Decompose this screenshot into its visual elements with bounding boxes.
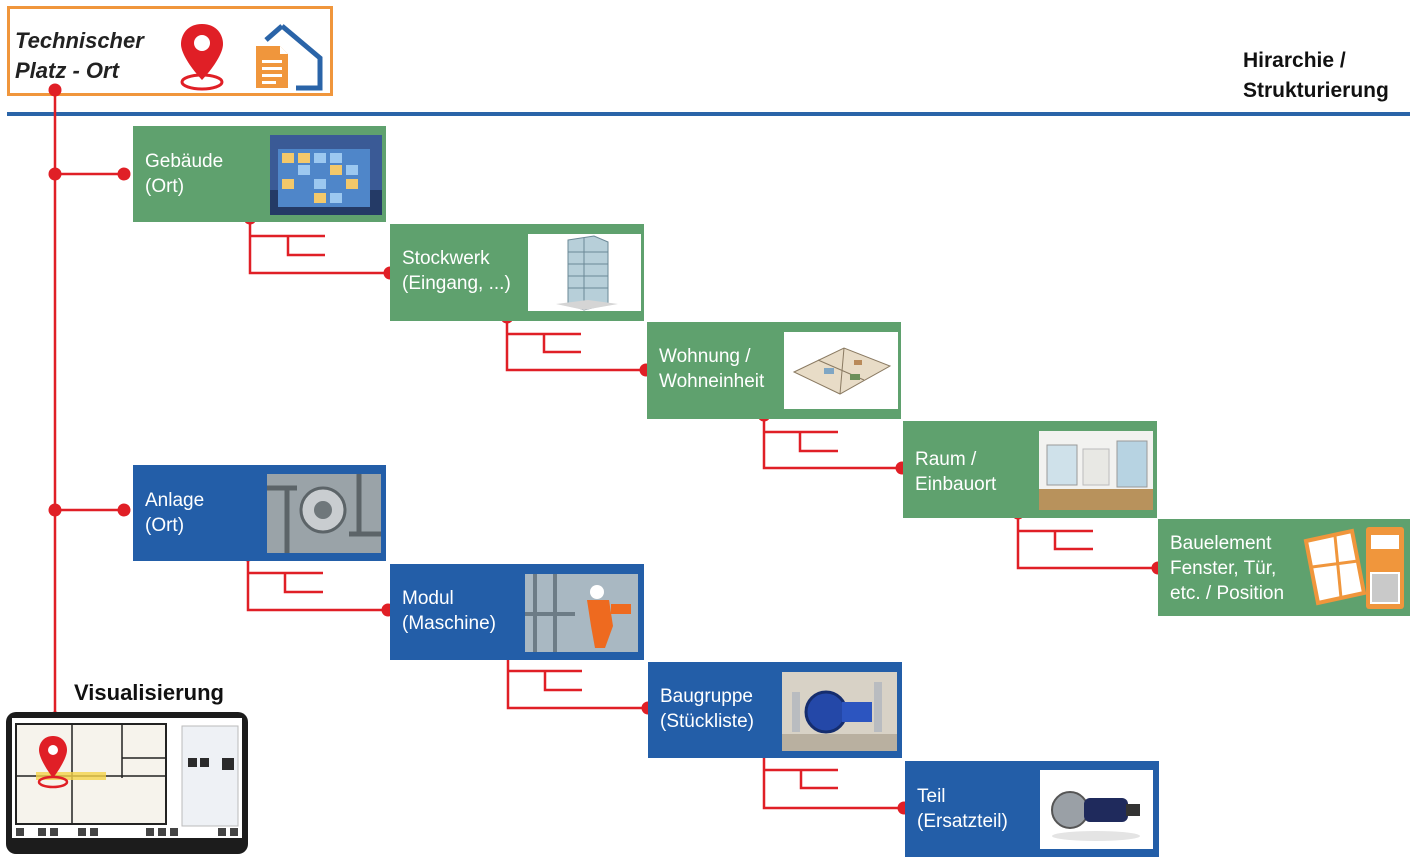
apartment-3d-image bbox=[784, 332, 898, 409]
node-baugruppe: Baugruppe (Stückliste) bbox=[648, 662, 902, 758]
node-raum-line2: Einbauort bbox=[915, 474, 997, 495]
node-stockwerk: Stockwerk (Eingang, ...) bbox=[390, 224, 644, 321]
floorplan-screen bbox=[12, 718, 242, 838]
hierarchy-title-line2: Strukturierung bbox=[1243, 79, 1389, 102]
node-gebaeude: Gebäude (Ort) bbox=[133, 126, 386, 222]
node-stockwerk-line2: (Eingang, ...) bbox=[402, 273, 511, 294]
node-raum-line1: Raum / bbox=[915, 449, 977, 470]
hierarchy-title: Hirarchie / Strukturierung bbox=[1243, 46, 1389, 106]
node-teil-line1: Teil bbox=[917, 786, 946, 807]
node-bauelement-line2: Fenster, Tür, bbox=[1170, 558, 1277, 579]
node-stockwerk-line1: Stockwerk bbox=[402, 248, 490, 269]
motor-part-image bbox=[1040, 770, 1153, 849]
header-title: Technischer Platz - Ort bbox=[15, 26, 185, 86]
hierarchy-title-line1: Hirarchie / bbox=[1243, 49, 1346, 72]
glass-tower-image bbox=[528, 234, 641, 311]
divider-rule bbox=[7, 112, 1410, 116]
node-wohnung: Wohnung / Wohneinheit bbox=[647, 322, 901, 419]
empty-room-image bbox=[1039, 431, 1153, 510]
industrial-plant-image bbox=[267, 474, 381, 553]
worker-machine-image bbox=[525, 574, 638, 652]
node-gebaeude-line1: Gebäude bbox=[145, 151, 224, 172]
node-baugruppe-line2: (Stückliste) bbox=[660, 711, 754, 732]
node-anlage-line1: Anlage bbox=[145, 490, 205, 511]
visualization-title: Visualisierung bbox=[74, 680, 224, 705]
node-modul-line2: (Maschine) bbox=[402, 613, 496, 634]
header-title-line2: Platz - Ort bbox=[15, 58, 119, 83]
pump-image bbox=[782, 672, 897, 751]
node-bauelement-line1: Bauelement bbox=[1170, 533, 1272, 554]
node-baugruppe-line1: Baugruppe bbox=[660, 686, 753, 707]
node-wohnung-line1: Wohnung / bbox=[659, 346, 751, 367]
building-facade-image bbox=[270, 135, 382, 215]
node-teil: Teil (Ersatzteil) bbox=[905, 761, 1159, 857]
node-modul-line1: Modul bbox=[402, 588, 454, 609]
document-house-icon bbox=[256, 24, 323, 91]
header-title-line1: Technischer bbox=[15, 28, 144, 53]
node-anlage-line2: (Ort) bbox=[145, 515, 185, 536]
node-modul: Modul (Maschine) bbox=[390, 564, 644, 660]
node-gebaeude-line2: (Ort) bbox=[145, 176, 185, 197]
node-teil-line2: (Ersatzteil) bbox=[917, 811, 1008, 832]
node-anlage: Anlage (Ort) bbox=[133, 465, 386, 561]
location-pin-icon bbox=[180, 24, 224, 91]
location-pin-icon-small bbox=[37, 736, 69, 789]
node-bauelement-line3: etc. / Position bbox=[1170, 583, 1285, 604]
window-door-icon bbox=[1303, 527, 1404, 609]
node-wohnung-line2: Wohneinheit bbox=[659, 371, 765, 392]
node-raum: Raum / Einbauort bbox=[903, 421, 1157, 518]
